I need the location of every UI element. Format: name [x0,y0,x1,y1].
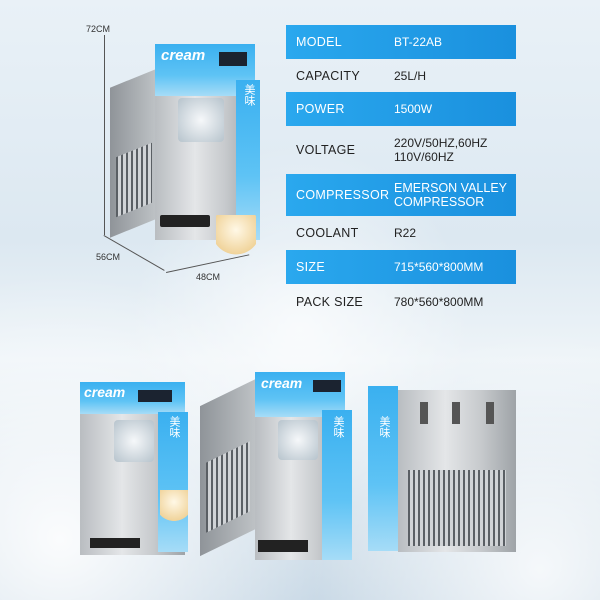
front-view-poster: 美味 [158,412,188,552]
tq-brand: cream [261,375,303,391]
tq-dispenser [278,420,318,460]
width-dimension: 48CM [196,272,221,282]
drip-tray [160,215,210,227]
spec-row-size: SIZE 715*560*800MM [286,250,516,284]
spec-value: 1500W [394,102,433,116]
front-view-brand: cream [84,384,126,400]
spec-label: CAPACITY [296,68,360,83]
side-view-poster: 美味 [368,386,398,551]
spec-value: 25L/H [394,68,427,83]
side-view-slot [452,402,460,424]
tq-drip-tray [258,540,308,552]
ice-cream-cone-icon [160,490,188,530]
panel-chars: 美味 [243,84,255,106]
depth-dimension: 56CM [96,252,121,262]
ice-cream-cone-icon [216,215,256,265]
tq-poster: 美味 [322,410,352,560]
spec-row-coolant: COOLANT R22 [286,216,516,250]
side-poster-panel: 美味 [236,80,260,240]
spec-value: 715*560*800MM [394,260,484,274]
side-view-slot [420,402,428,424]
spec-value: R22 [394,226,417,240]
front-view-dispenser [114,420,154,462]
front-view-drip-tray [90,538,140,548]
control-display [219,52,247,66]
tq-display [313,380,341,392]
spec-row-voltage: VOLTAGE 220V/50HZ,60HZ 110V/60HZ [286,126,516,174]
tq-top-panel: cream [255,372,345,417]
height-dimension-line [104,35,105,235]
spec-value: EMERSON VALLEY COMPRESSOR [394,181,508,209]
spec-label: PACK SIZE [296,295,364,309]
spec-label: VOLTAGE [296,143,356,157]
spec-table: MODEL BT-22AB CAPACITY 25L/H POWER 1500W… [286,25,516,320]
front-view-display [138,390,172,402]
brand-logo: cream [161,47,206,64]
front-view-top-panel: cream [80,382,185,414]
spec-row-compressor: COMPRESSOR EMERSON VALLEY COMPRESSOR [286,174,516,216]
height-dimension: 72CM [86,24,111,34]
spec-value: 780*560*800MM [394,295,484,309]
spec-row-capacity: CAPACITY 25L/H [286,59,516,92]
spec-label: SIZE [296,260,325,274]
spec-row-pack-size: PACK SIZE 780*560*800MM [286,284,516,320]
spec-label: COOLANT [296,226,359,240]
spec-label: MODEL [296,35,342,49]
spec-label: POWER [296,102,345,116]
spec-value: 220V/50HZ,60HZ 110V/60HZ [394,136,488,164]
spec-row-power: POWER 1500W [286,92,516,126]
dispenser-head [178,98,224,142]
spec-row-model: MODEL BT-22AB [286,25,516,59]
side-view-panel-chars: 美味 [378,416,390,438]
side-view-slot [486,402,494,424]
tq-panel-chars: 美味 [332,416,344,438]
spec-value: BT-22AB [394,35,443,49]
front-view-panel-chars: 美味 [168,416,180,438]
spec-label: COMPRESSOR [296,188,390,202]
side-view-vent [408,470,506,546]
